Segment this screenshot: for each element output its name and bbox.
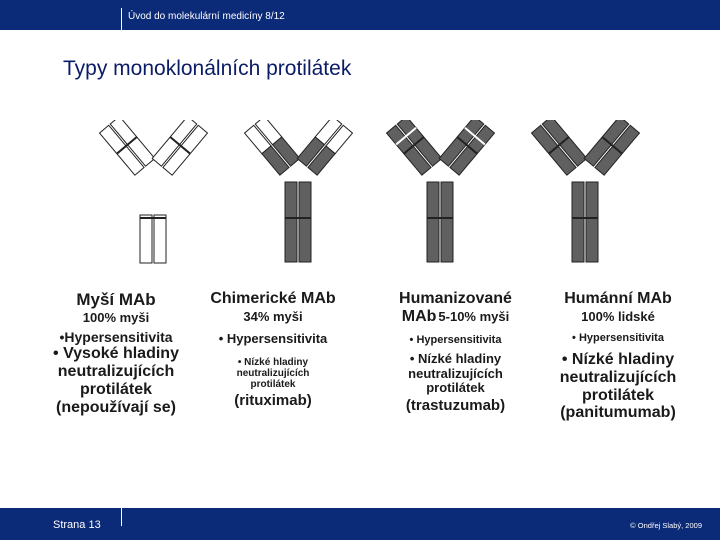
panel-line: neutralizujících [538,369,698,387]
panel-line: • Nízké hladiny [198,357,348,368]
panel-line: (rituximab) [198,393,348,410]
antibody-humanized [387,120,495,262]
panel-name: Myší MAb [36,290,196,309]
panel-line: • Nízké hladiny [378,352,533,367]
panel-human: Humánní MAb 100% lidské • Hypersensitivi… [538,290,698,422]
panel-name: Chimerické MAb [198,290,348,308]
slide-title: Typy monoklonálních protilátek [63,57,351,81]
footer-bar: Strana 13 © Ondřej Slabý, 2009 [0,508,720,540]
footer-divider [121,508,122,526]
panel-line: (panitumumab) [538,404,698,422]
panel-line: • Hypersensitivita [378,334,533,346]
panel-line: (nepoužívají se) [36,399,196,417]
panel-line: protilátek [36,381,196,399]
copyright: © Ondřej Slabý, 2009 [630,521,702,530]
panel-line: • Vysoké hladiny [36,345,196,363]
panel-line: neutralizujících [36,363,196,381]
panel-line: protilátek [378,381,533,396]
panel-line: • Nízké hladiny [538,351,698,369]
panel-name: Humanizované [378,290,533,308]
header-divider [121,8,122,30]
panel-line: protilátek [198,379,348,390]
antibody-murine [100,120,208,263]
panel-name: Humánní MAb [538,290,698,308]
panel-line: neutralizujících [378,367,533,382]
antibody-chimeric [245,120,353,262]
antibody-human [532,120,640,262]
panel-line: • Hypersensitivita [198,332,348,347]
panel-percent: 100% myši [36,311,196,326]
course-title: Úvod do molekulární medicíny 8/12 [128,11,285,22]
panel-line: • Hypersensitivita [538,332,698,344]
panel-line: •Hypersensitivita [36,330,196,346]
panel-line: neutralizujících [198,368,348,379]
panel-line: protilátek [538,387,698,405]
panel-chimeric: Chimerické MAb 34% myši • Hypersensitivi… [198,290,348,409]
panel-percent: 100% lidské [538,310,698,325]
panel-percent: 34% myši [198,310,348,325]
panel-name-2: MAb [402,308,437,325]
panel-percent: 5-10% myši [438,309,509,324]
panel-murine: Myší MAb 100% myši •Hypersensitivita • V… [36,290,196,417]
panel-line: (trastuzumab) [378,398,533,415]
header-bar: Úvod do molekulární medicíny 8/12 [0,0,720,30]
page-number: Strana 13 [53,519,101,531]
antibody-figure: Myší MAb 100% myši •Hypersensitivita • V… [56,120,696,475]
